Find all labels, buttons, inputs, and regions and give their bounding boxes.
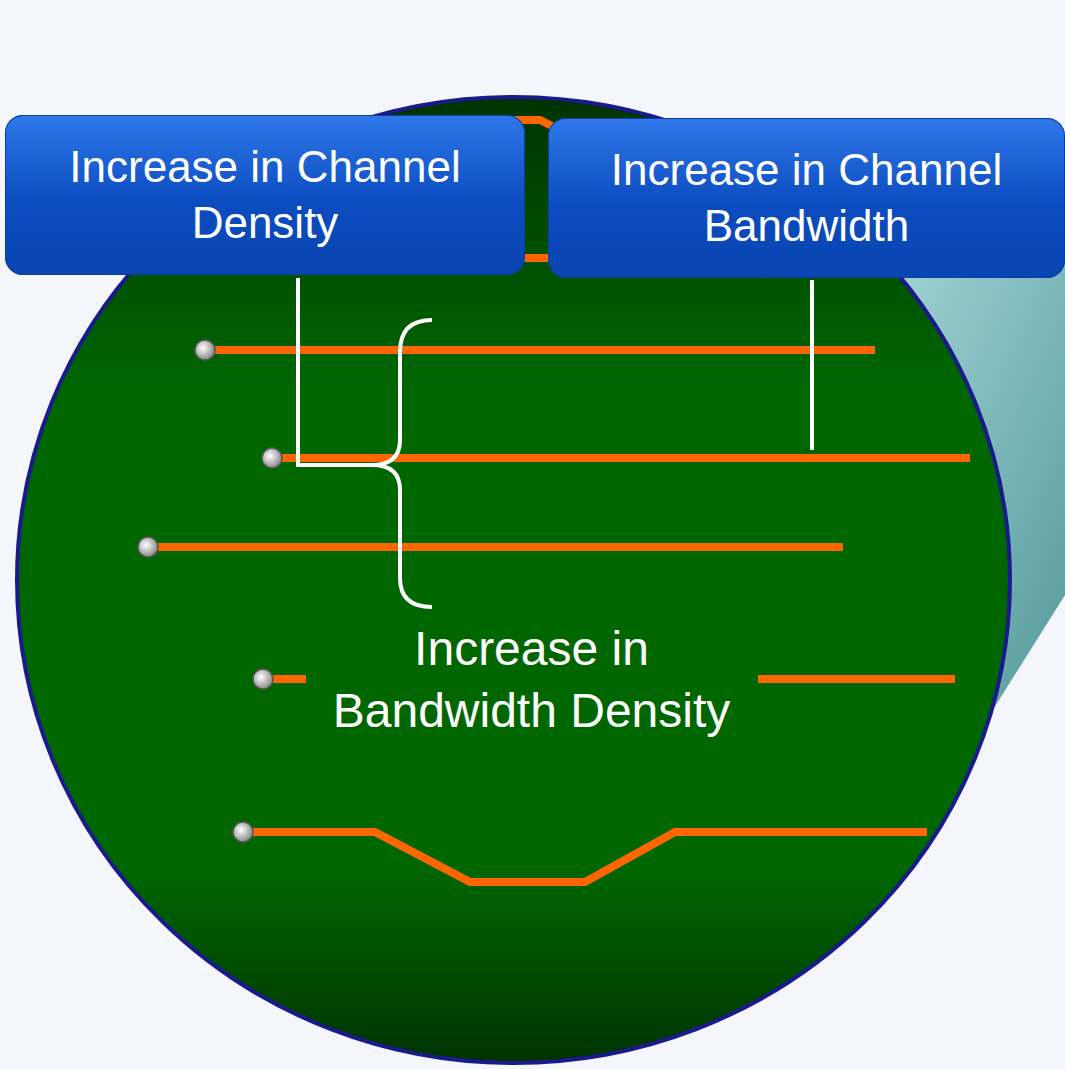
callout-box: Increase in Channel Density [5, 115, 525, 275]
callout-text: Increase in Channel Density [21, 139, 509, 251]
callout-box: Increase in Channel Bandwidth [548, 118, 1065, 278]
board-label: Increase in Bandwidth Density [306, 618, 758, 742]
callout-text: Increase in Channel Bandwidth [564, 142, 1049, 254]
